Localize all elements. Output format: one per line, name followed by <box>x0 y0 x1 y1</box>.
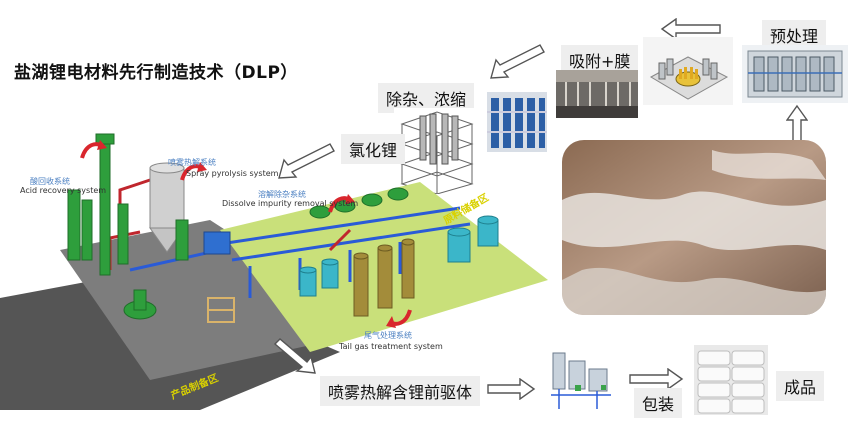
hollow-arrow-down-left-icon <box>488 42 548 86</box>
label-lithium-chloride: 氯化锂 <box>341 134 406 164</box>
salt-lake-photo <box>562 140 826 315</box>
red-curved-arrow-icon <box>326 192 356 220</box>
product-bags-image <box>694 345 768 415</box>
hollow-arrow-down-right-icon <box>272 336 318 380</box>
acid-recovery-en: Acid recovery system <box>20 186 107 195</box>
label-packaging: 包装 <box>634 388 683 418</box>
packaging-machine-image <box>545 345 617 415</box>
red-curved-arrow-icon <box>386 306 416 334</box>
hollow-arrow-right-icon <box>486 377 536 404</box>
spray-pyrolysis-cn: 喷雾热解系统 <box>168 158 216 167</box>
red-curved-arrow-icon <box>178 160 208 188</box>
tail-gas-en: Tail gas treatment system <box>339 342 443 351</box>
red-curved-arrow-icon <box>78 138 108 166</box>
label-finished-product: 成品 <box>776 371 825 401</box>
tail-gas-cn: 尾气处理系统 <box>364 331 412 340</box>
tower-structure-image <box>394 108 480 195</box>
evaporator-photo <box>487 92 547 152</box>
adsorption-photo <box>556 70 638 118</box>
page-title: 盐湖锂电材料先行制造技术（DLP） <box>14 63 298 83</box>
dissolve-cn: 溶解除杂系统 <box>258 190 306 199</box>
acid-recovery-cn: 酸回收系统 <box>30 177 70 186</box>
adsorption-3d-image <box>643 37 733 105</box>
hollow-arrow-down-left-icon <box>276 140 340 186</box>
plant-schematic <box>0 120 560 410</box>
spray-pyrolysis-en: Spray pyrolysis system <box>186 169 279 178</box>
pretreatment-image <box>742 45 848 103</box>
dissolve-en: Dissolve impurity removal system <box>222 199 359 208</box>
label-spray-precursor: 喷雾热解含锂前驱体 <box>320 376 481 406</box>
middle-ground <box>60 220 380 380</box>
